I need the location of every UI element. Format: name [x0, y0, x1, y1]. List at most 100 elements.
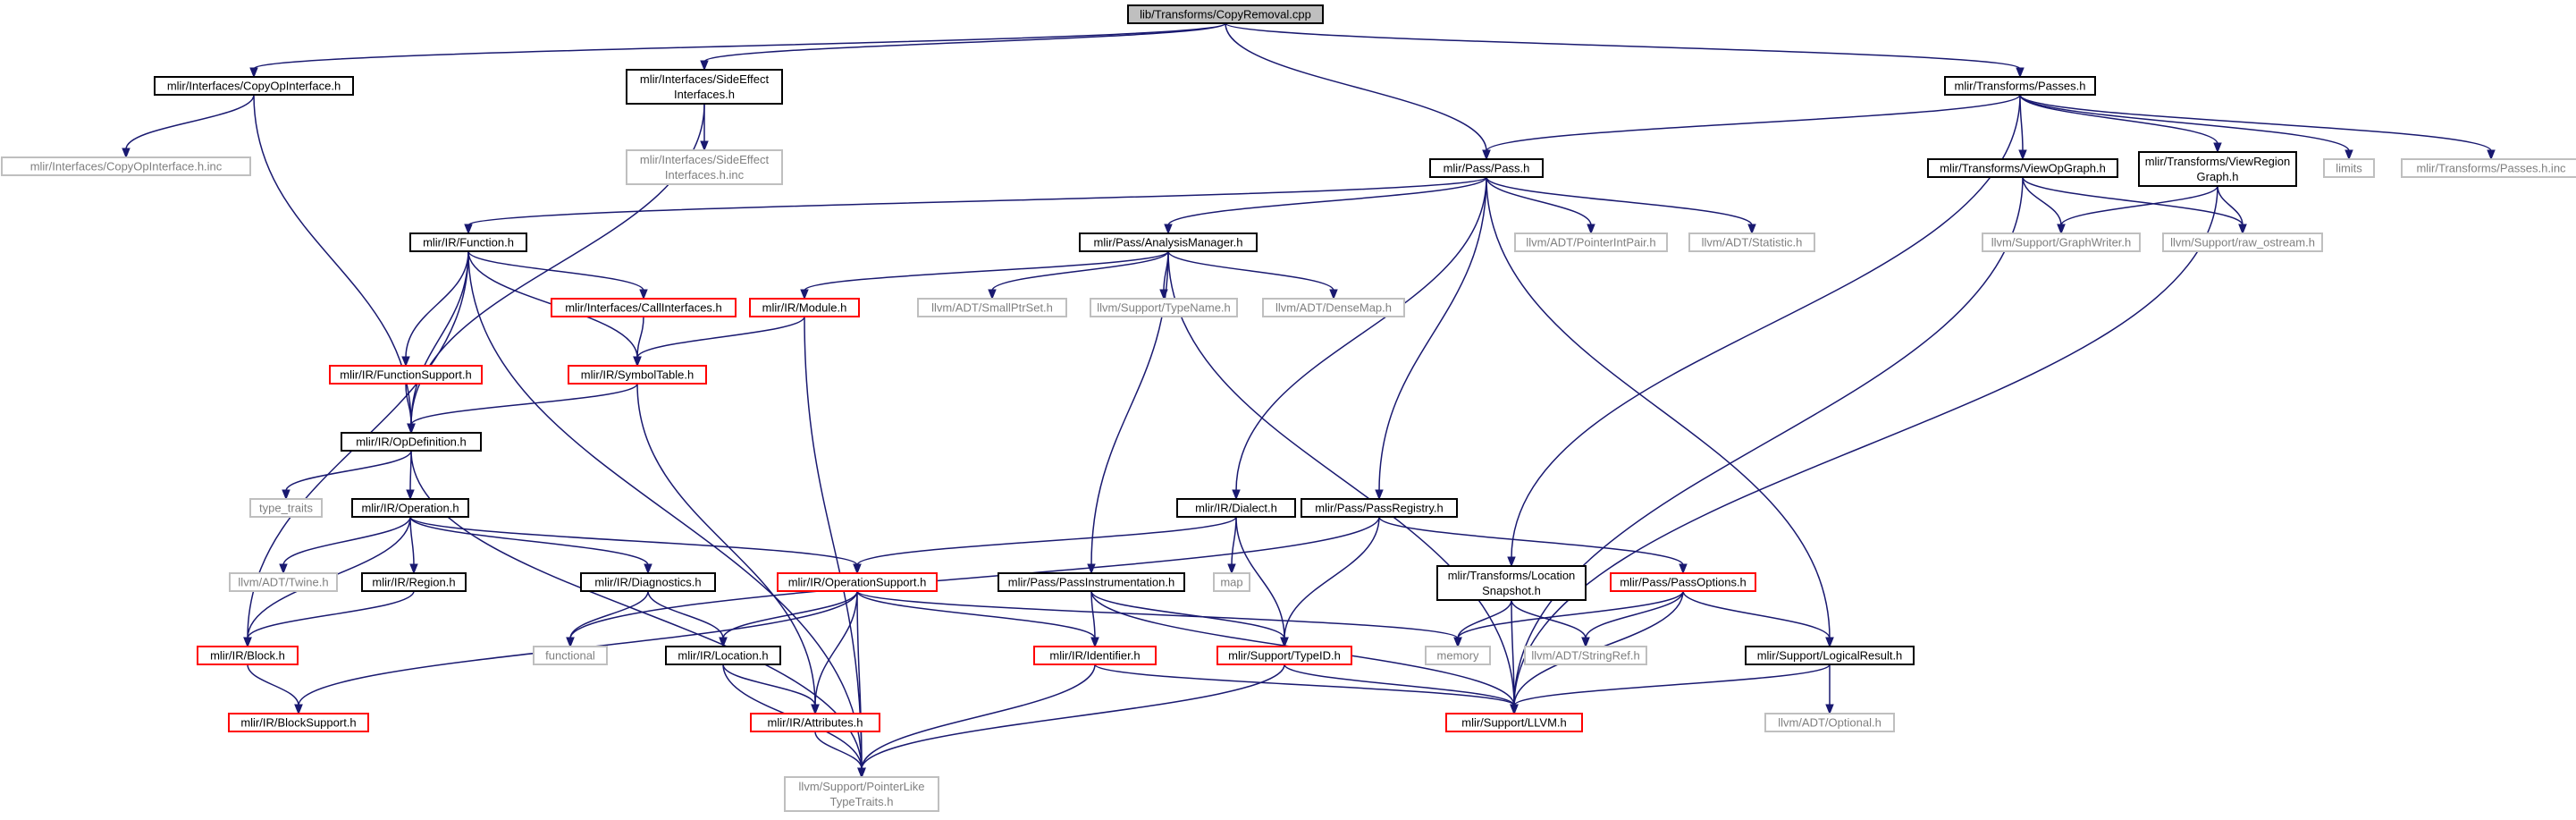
node-label: lib/Transforms/CopyRemoval.cpp [1140, 8, 1311, 21]
edge-operation-to-diagnostics [409, 516, 652, 575]
node-blocksupport[interactable]: mlir/IR/BlockSupport.h [228, 713, 369, 732]
node-analysismanager[interactable]: mlir/Pass/AnalysisManager.h [1079, 232, 1258, 252]
node-copyopinterface[interactable]: mlir/Interfaces/CopyOpInterface.h [154, 76, 354, 96]
node-label: llvm/ADT/Twine.h [238, 576, 328, 589]
edge-dialect-to-map [1227, 516, 1237, 575]
node-box [1429, 158, 1544, 178]
node-passinstrumentation[interactable]: mlir/Pass/PassInstrumentation.h [998, 572, 1185, 592]
edge-opdefinition-to-operation [406, 450, 415, 501]
edge-transforms_passes-to-pass_pass [1482, 94, 2021, 161]
node-label: mlir/Interfaces/CopyOpInterface.h [167, 80, 341, 93]
node-box [1213, 572, 1250, 592]
node-pass_pass[interactable]: mlir/Pass/Pass.h [1429, 158, 1544, 178]
node-label: mlir/Interfaces/CopyOpInterface.h.inc [30, 160, 223, 173]
node-typeid[interactable]: mlir/Support/TypeID.h [1216, 646, 1352, 665]
node-type_traits: type_traits [249, 498, 323, 518]
nodes-layer: lib/Transforms/CopyRemoval.cpp mlir/Inter… [1, 4, 2576, 812]
node-passregistry[interactable]: mlir/Pass/PassRegistry.h [1301, 498, 1458, 518]
node-label: mlir/Pass/AnalysisManager.h [1094, 236, 1243, 249]
node-module[interactable]: mlir/IR/Module.h [749, 298, 860, 317]
node-box [750, 713, 880, 732]
node-label: mlir/Support/TypeID.h [1228, 649, 1341, 663]
edge-transforms_passes-to-limits [2019, 94, 2353, 161]
node-box [665, 646, 781, 665]
node-llvm_h[interactable]: mlir/Support/LLVM.h [1445, 713, 1583, 732]
node-label: mlir/IR/SymbolTable.h [581, 368, 694, 382]
node-box [1610, 572, 1756, 592]
node-densemap: llvm/ADT/DenseMap.h [1262, 298, 1405, 317]
edge-copyremoval-to-transforms_passes [1225, 22, 2025, 79]
edges-layer [122, 22, 2496, 779]
edge-passregistry-to-functional [566, 516, 1380, 648]
node-optional: llvm/ADT/Optional.h [1764, 713, 1895, 732]
node-label: mlir/Support/LogicalResult.h [1757, 649, 1903, 663]
node-symboltable[interactable]: mlir/IR/SymbolTable.h [568, 365, 707, 385]
node-label: mlir/IR/Module.h [762, 301, 847, 315]
edge-passinstrumentation-to-typeid [1090, 590, 1289, 648]
edge-operation-to-twine [279, 516, 411, 575]
node-diagnostics[interactable]: mlir/IR/Diagnostics.h [580, 572, 716, 592]
node-dialect[interactable]: mlir/IR/Dialect.h [1176, 498, 1296, 518]
node-function[interactable]: mlir/IR/Function.h [409, 232, 527, 252]
node-label: mlir/Pass/PassInstrumentation.h [1008, 576, 1174, 589]
node-label: mlir/IR/OperationSupport.h [788, 576, 927, 589]
node-label: mlir/IR/FunctionSupport.h [340, 368, 471, 382]
edge-region-to-block [243, 590, 415, 648]
node-label: type_traits [259, 502, 313, 515]
node-functionsupport[interactable]: mlir/IR/FunctionSupport.h [329, 365, 483, 385]
node-logicalresult[interactable]: mlir/Support/LogicalResult.h [1745, 646, 1915, 665]
node-label: mlir/Transforms/Passes.h [1955, 80, 2086, 93]
node-box [1262, 298, 1405, 317]
edge-pass_pass-to-function [464, 176, 1487, 235]
edge-identifier-to-pointerlike [857, 664, 1096, 779]
node-functional: functional [533, 646, 608, 665]
edge-opdefinition-to-type_traits [282, 450, 412, 501]
node-label: llvm/ADT/StringRef.h [1531, 649, 1639, 663]
edge-copyopinterface-to-copyop_inc [122, 94, 255, 159]
edge-passinstrumentation-to-identifier [1090, 590, 1099, 648]
node-location[interactable]: mlir/IR/Location.h [665, 646, 781, 665]
node-label: limits [2336, 162, 2362, 175]
node-raw_ostream: llvm/Support/raw_ostream.h [2162, 232, 2323, 252]
node-viewopgraph[interactable]: mlir/Transforms/ViewOpGraph.h [1927, 158, 2118, 178]
node-label: llvm/ADT/PointerIntPair.h [1526, 236, 1655, 249]
node-identifier[interactable]: mlir/IR/Identifier.h [1033, 646, 1157, 665]
node-box [351, 498, 469, 518]
node-box [329, 365, 483, 385]
node-label: Interfaces.h [674, 88, 735, 101]
edge-block-to-blocksupport [247, 664, 303, 715]
edge-pass_pass-to-dialect [1232, 176, 1487, 501]
node-passoptions[interactable]: mlir/Pass/PassOptions.h [1610, 572, 1756, 592]
node-label: mlir/IR/OpDefinition.h [356, 435, 467, 449]
node-pointerintpair: llvm/ADT/PointerIntPair.h [1514, 232, 1668, 252]
node-operation[interactable]: mlir/IR/Operation.h [351, 498, 469, 518]
node-opdefinition[interactable]: mlir/IR/OpDefinition.h [341, 432, 482, 452]
node-label: llvm/ADT/SmallPtrSet.h [931, 301, 1053, 315]
node-box [1982, 232, 2141, 252]
node-box [1745, 646, 1915, 665]
node-operationsupport[interactable]: mlir/IR/OperationSupport.h [777, 572, 938, 592]
edge-symboltable-to-opdefinition [407, 383, 638, 435]
edge-function-to-pointerlike [467, 250, 866, 779]
node-box [2401, 158, 2576, 178]
node-box [568, 365, 707, 385]
edge-passoptions-to-memory [1453, 590, 1684, 648]
node-transforms_passes[interactable]: mlir/Transforms/Passes.h [1944, 76, 2096, 96]
node-region[interactable]: mlir/IR/Region.h [361, 572, 467, 592]
node-attributes[interactable]: mlir/IR/Attributes.h [750, 713, 880, 732]
edge-viewregiongraph-to-llvm_h [1510, 185, 2218, 715]
node-copyremoval[interactable]: lib/Transforms/CopyRemoval.cpp [1127, 4, 1324, 24]
node-box [1688, 232, 1815, 252]
node-label: llvm/Support/TypeName.h [1097, 301, 1231, 315]
node-box [1764, 713, 1895, 732]
node-twine: llvm/ADT/Twine.h [229, 572, 338, 592]
node-box [1301, 498, 1458, 518]
edge-viewregiongraph-to-raw_ostream [2217, 185, 2247, 235]
node-callinterfaces[interactable]: mlir/Interfaces/CallInterfaces.h [551, 298, 737, 317]
node-typename: llvm/Support/TypeName.h [1090, 298, 1238, 317]
node-block[interactable]: mlir/IR/Block.h [197, 646, 299, 665]
